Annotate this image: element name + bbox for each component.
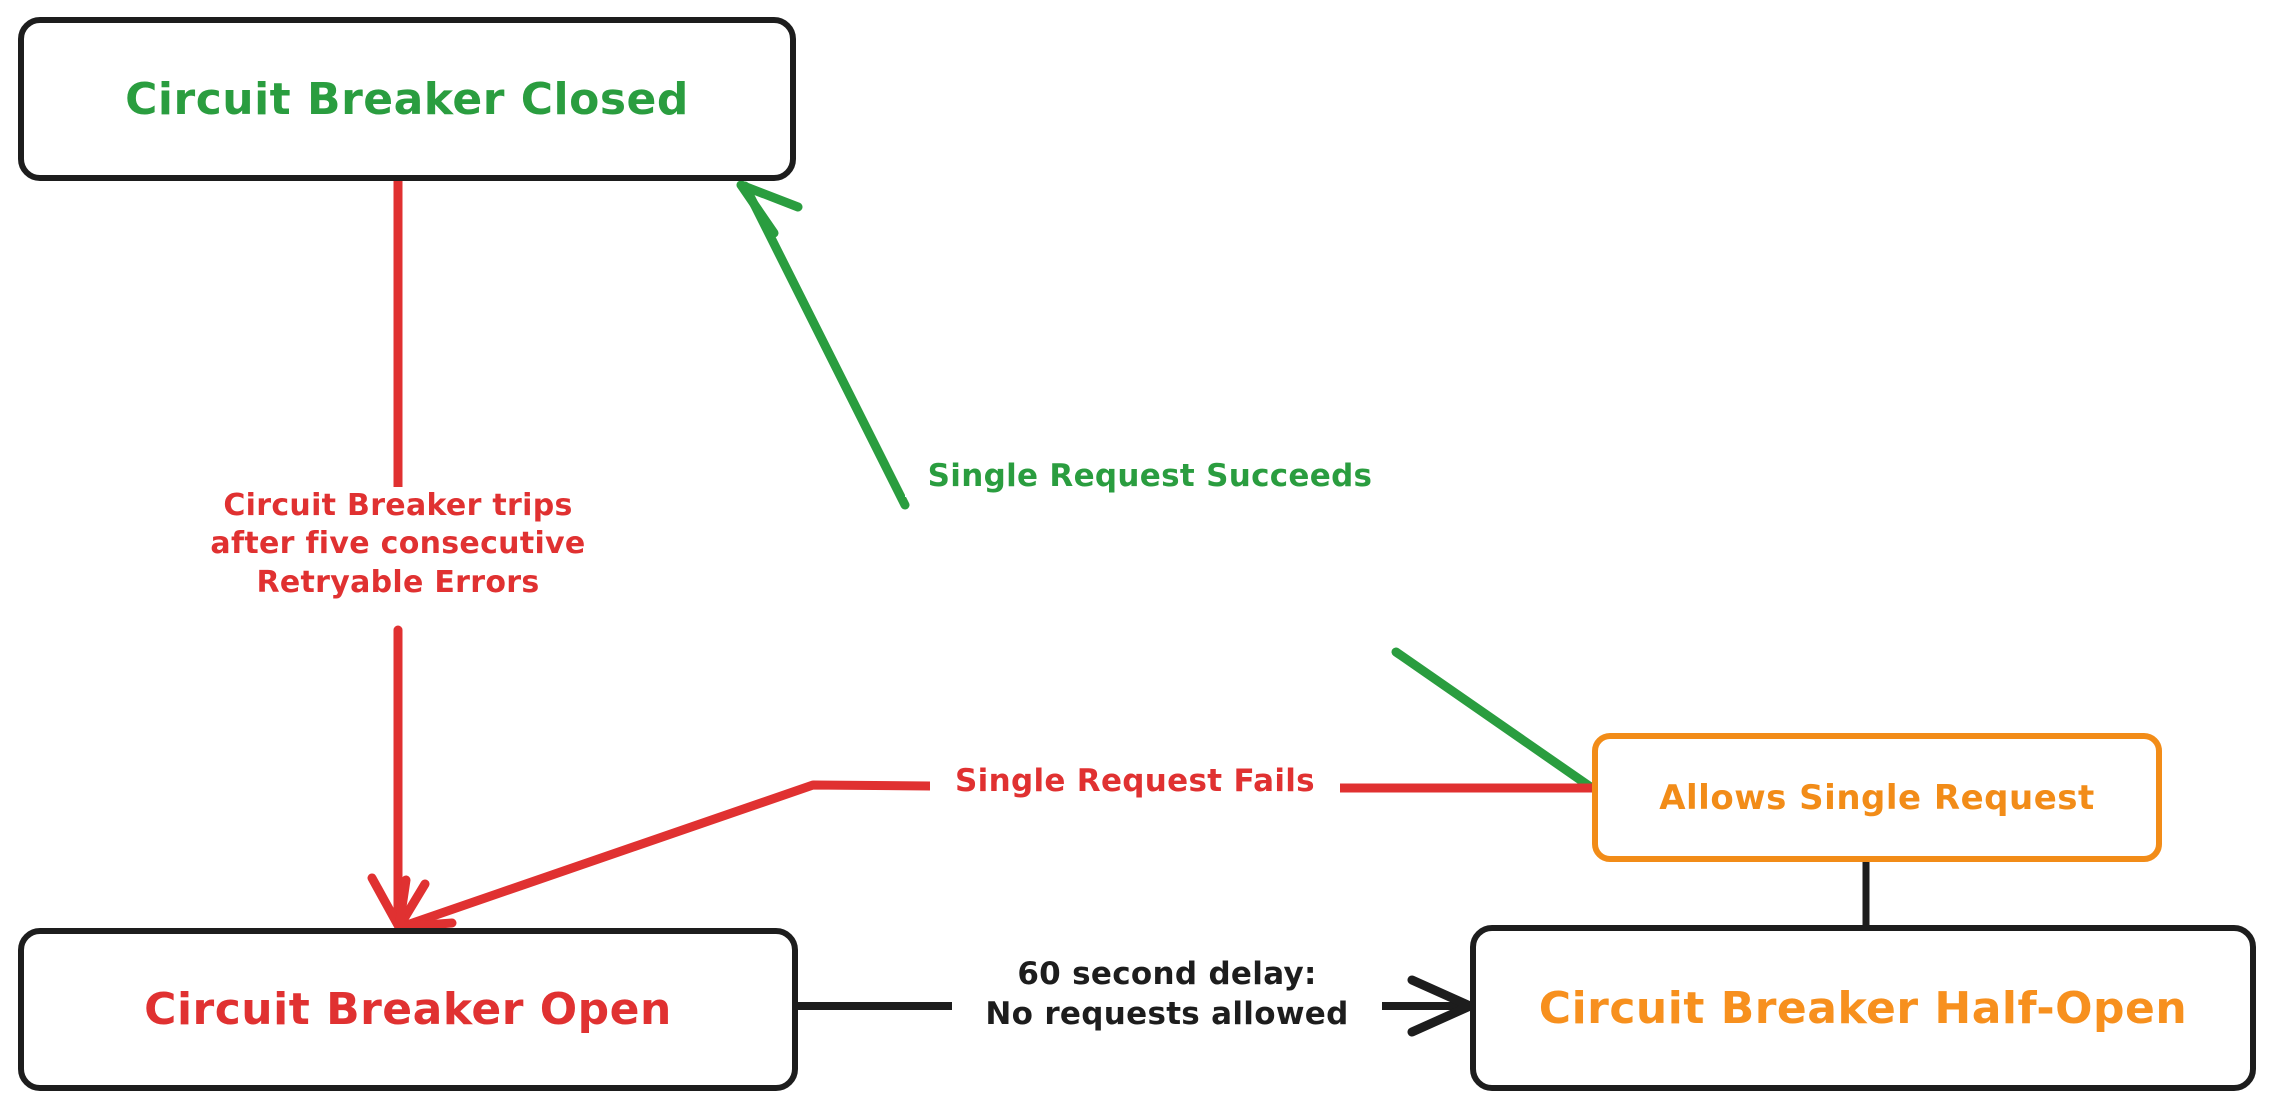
node-allows-single-request[interactable]: Allows Single Request <box>1592 733 2162 862</box>
node-label-closed: Circuit Breaker Closed <box>125 73 689 125</box>
edge-label-sixty-second-delay: 60 second delay: No requests allowed <box>952 955 1382 1035</box>
edge-allows-to-closed <box>736 180 1597 793</box>
edge-label-circuit-breaker-trips: Circuit Breaker trips after five consecu… <box>178 487 618 603</box>
edge-label-single-request-succeeds: Single Request Succeeds <box>905 457 1395 497</box>
node-label-allows: Allows Single Request <box>1659 777 2095 818</box>
node-label-open: Circuit Breaker Open <box>144 984 672 1035</box>
edge-label-single-request-fails: Single Request Fails <box>930 762 1340 802</box>
node-circuit-breaker-half-open[interactable]: Circuit Breaker Half-Open <box>1470 925 2256 1091</box>
node-circuit-breaker-closed[interactable]: Circuit Breaker Closed <box>18 17 796 181</box>
node-circuit-breaker-open[interactable]: Circuit Breaker Open <box>18 928 798 1091</box>
node-label-halfopen: Circuit Breaker Half-Open <box>1538 982 2188 1034</box>
edge-allows-to-open <box>394 780 1597 932</box>
